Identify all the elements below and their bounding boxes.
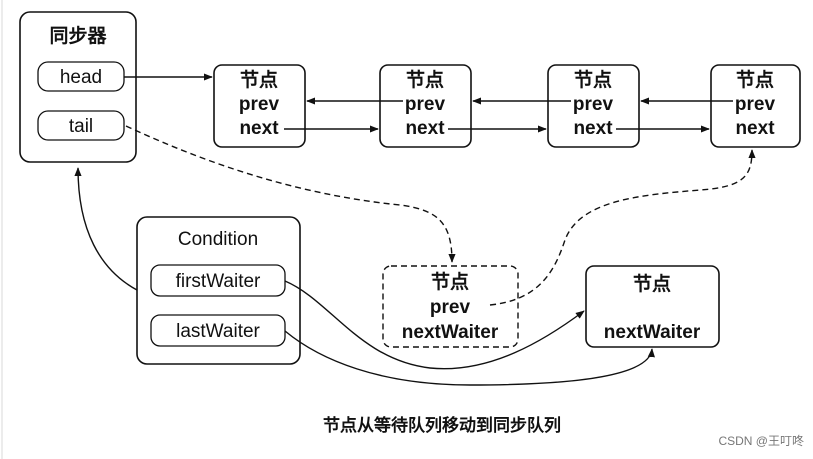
last-waiter-field: lastWaiter bbox=[150, 314, 286, 347]
queue-node-2-next: next bbox=[405, 118, 445, 139]
condition-box: Condition firstWaiter lastWaiter bbox=[136, 216, 301, 365]
head-field: head bbox=[37, 61, 125, 92]
moving-node-title: 节点 bbox=[431, 271, 469, 293]
queue-node-3-next: next bbox=[573, 118, 613, 139]
tail-to-moving-node-dashed-arrow bbox=[125, 125, 456, 263]
moving-node-prev: prev bbox=[430, 297, 471, 318]
condition-to-synchronizer-arrow bbox=[74, 167, 138, 291]
head-label: head bbox=[60, 67, 102, 88]
first-waiter-to-waiting-node-arrow bbox=[284, 280, 585, 370]
diagram-caption: 节点从等待队列移动到同步队列 bbox=[323, 415, 561, 435]
last-waiter-label: lastWaiter bbox=[176, 321, 260, 342]
synchronizer-title: 同步器 bbox=[49, 25, 107, 47]
last-waiter-to-waiting-node-arrow bbox=[284, 330, 655, 386]
queue-node-1-next: next bbox=[239, 118, 279, 139]
queue-node-4-title: 节点 bbox=[736, 69, 774, 91]
queue-node-2: 节点 prev next bbox=[379, 64, 472, 148]
arrows bbox=[74, 73, 756, 386]
queue-node-1-title: 节点 bbox=[240, 69, 278, 91]
waiting-node-next-waiter: nextWaiter bbox=[604, 322, 701, 343]
queue-node-1: 节点 prev next bbox=[213, 64, 306, 148]
waiting-node: 节点 nextWaiter bbox=[585, 265, 720, 348]
queue-node-4-next: next bbox=[735, 118, 775, 139]
synchronizer-box: 同步器 head tail bbox=[19, 11, 137, 163]
moving-node-next-waiter: nextWaiter bbox=[402, 322, 499, 343]
moving-node: 节点 prev nextWaiter bbox=[382, 265, 519, 348]
queue-node-3-title: 节点 bbox=[574, 69, 612, 91]
queue-node-1-prev: prev bbox=[239, 94, 280, 115]
tail-label: tail bbox=[69, 116, 93, 137]
queue-node-2-title: 节点 bbox=[406, 69, 444, 91]
queue-node-3-prev: prev bbox=[573, 94, 614, 115]
waiting-node-title: 节点 bbox=[633, 273, 671, 295]
watermark: CSDN @王叮咚 bbox=[718, 433, 804, 448]
queue-node-2-prev: prev bbox=[405, 94, 446, 115]
first-waiter-label: firstWaiter bbox=[176, 271, 261, 292]
first-waiter-field: firstWaiter bbox=[150, 264, 286, 297]
condition-title: Condition bbox=[178, 229, 258, 250]
queue-node-3: 节点 prev next bbox=[547, 64, 640, 148]
tail-field: tail bbox=[37, 110, 125, 141]
queue-node-4-prev: prev bbox=[735, 94, 776, 115]
moving-prev-to-last-node-dashed-arrow bbox=[489, 149, 756, 306]
queue-node-4: 节点 prev next bbox=[710, 64, 801, 148]
